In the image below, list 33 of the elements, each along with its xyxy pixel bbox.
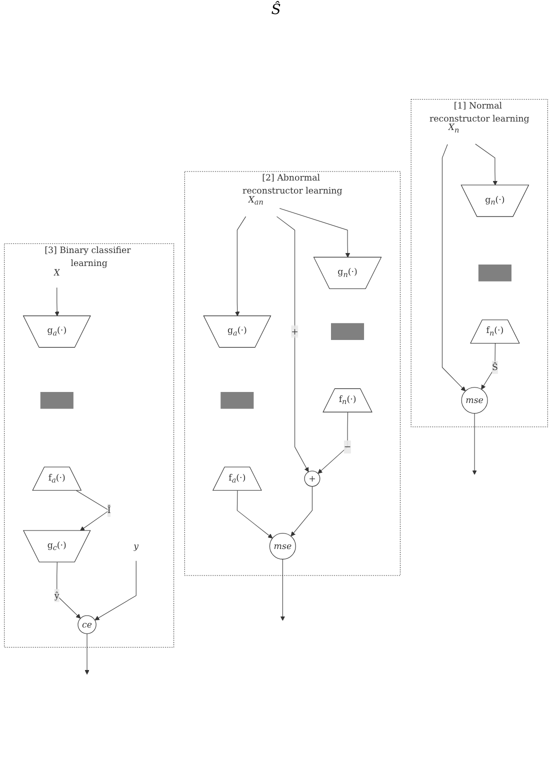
arrow — [56, 562, 81, 619]
arrow — [54, 287, 60, 316]
edge-label: + — [291, 326, 298, 337]
arrow — [76, 490, 110, 532]
node-text: X$_{n}$ — [448, 122, 460, 135]
arrow — [94, 560, 136, 620]
node-text: X$_{an}$ — [248, 194, 264, 207]
node-circle: + — [304, 470, 320, 487]
edge-label: ŷ — [54, 590, 60, 601]
arrow — [475, 144, 498, 186]
arrow — [236, 490, 273, 538]
arrow — [276, 216, 309, 472]
arrow — [234, 216, 246, 316]
arrow — [442, 144, 466, 392]
arrow — [472, 413, 477, 475]
arrow — [318, 412, 348, 474]
node-bar — [478, 264, 512, 282]
output-symbol: Ŝ — [271, 2, 281, 18]
node-text: X — [54, 268, 60, 278]
node-circle: mse — [269, 533, 296, 560]
node-circle: ce — [78, 615, 96, 634]
arrow — [279, 208, 350, 258]
node-text: y — [134, 540, 139, 552]
edge-label: Ŝ — [492, 362, 498, 372]
arrow — [280, 559, 286, 621]
edge-label: − — [344, 442, 352, 452]
node-bar — [220, 392, 254, 409]
edge-label: Î — [107, 505, 111, 516]
node-bar — [331, 323, 364, 340]
node-bar — [40, 392, 74, 409]
node-circle: mse — [461, 387, 488, 414]
arrow — [290, 486, 312, 537]
arrow — [84, 634, 90, 675]
